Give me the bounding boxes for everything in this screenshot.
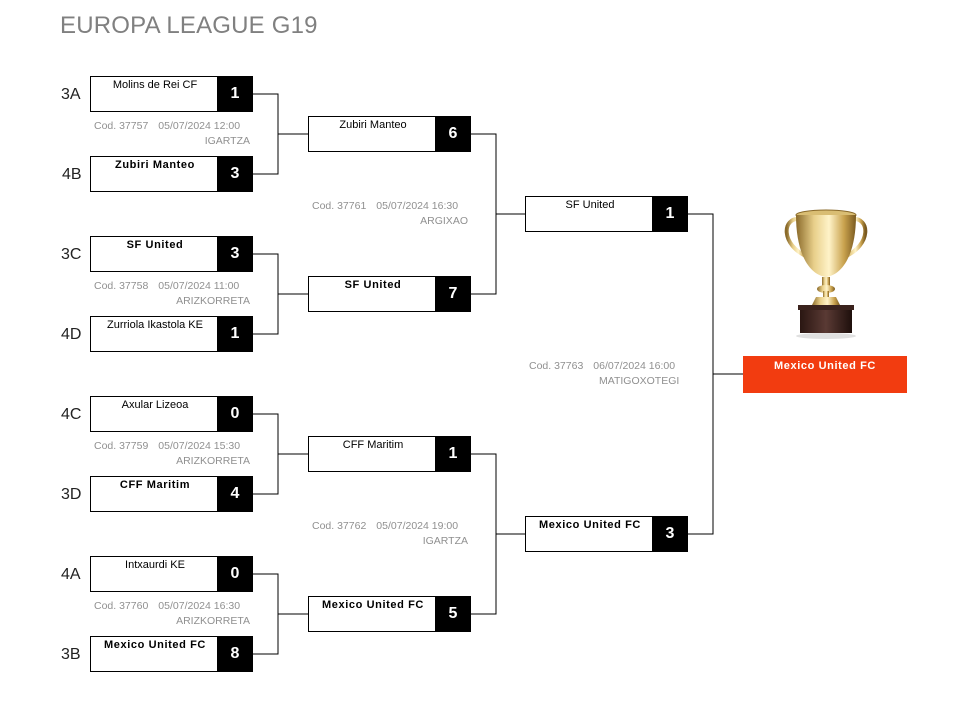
match-code: Cod. 37763	[529, 360, 584, 372]
match-date: 05/07/2024 16:30	[158, 600, 241, 612]
seed-label: 4A	[61, 566, 81, 583]
match-date: 05/07/2024 12:00	[158, 120, 241, 132]
match-venue: ARGIXAO	[420, 215, 468, 227]
team-slot[interactable]: Axular Lizeoa 0	[90, 396, 253, 432]
team-name: Mexico United FC	[539, 519, 641, 531]
team-name: Intxaurdi KE	[125, 559, 185, 571]
team-slot[interactable]: SF United 7	[308, 276, 471, 312]
match-venue: IGARTZA	[422, 535, 468, 547]
match-date: 05/07/2024 16:30	[376, 200, 459, 212]
match-venue: ARIZKORRETA	[176, 455, 250, 467]
team-slot[interactable]: Mexico United FC 8	[90, 636, 253, 672]
match-date: 05/07/2024 11:00	[158, 280, 240, 292]
match-date: 05/07/2024 19:00	[376, 520, 459, 532]
connector-r2-m1	[470, 133, 497, 295]
team-slot[interactable]: SF United 3	[90, 236, 253, 272]
team-name: Molins de Rei CF	[112, 79, 198, 91]
match-code: Cod. 37762	[312, 520, 367, 532]
team-score: 1	[217, 76, 253, 112]
connector-r1-m3	[253, 413, 279, 495]
match-info: Cod. 37762 05/07/2024 19:00 IGARTZA	[312, 519, 468, 549]
match-venue: IGARTZA	[204, 135, 250, 147]
match-venue: ARIZKORRETA	[176, 295, 250, 307]
team-slot[interactable]: Molins de Rei CF 1	[90, 76, 253, 112]
team-slot[interactable]: Zubiri Manteo 6	[308, 116, 471, 152]
team-score: 5	[435, 596, 471, 632]
team-score: 6	[435, 116, 471, 152]
team-name: CFF Maritim	[119, 479, 191, 491]
seed-label: 4B	[62, 166, 82, 183]
team-slot[interactable]: CFF Maritim 1	[308, 436, 471, 472]
match-date: 05/07/2024 15:30	[158, 440, 241, 452]
match-info: Cod. 37759 05/07/2024 15:30 ARIZKORRETA	[94, 439, 250, 469]
team-slot[interactable]: Zurriola Ikastola KE 1	[90, 316, 253, 352]
team-slot[interactable]: Intxaurdi KE 0	[90, 556, 253, 592]
connector-final	[688, 213, 714, 535]
connector-r2-m2	[470, 453, 497, 615]
connector-r1-m4	[253, 573, 279, 655]
team-score: 1	[652, 196, 688, 232]
team-name: SF United	[344, 279, 402, 291]
team-score: 1	[435, 436, 471, 472]
team-score: 0	[217, 556, 253, 592]
team-name: Mexico United FC	[104, 639, 206, 651]
champion-box[interactable]: Mexico United FC	[743, 356, 907, 393]
team-score: 3	[217, 156, 253, 192]
team-name: Zubiri Manteo	[115, 159, 195, 171]
seed-label: 3A	[61, 86, 81, 103]
team-name: CFF Maritim	[342, 439, 404, 451]
match-date: 06/07/2024 16:00	[593, 360, 676, 372]
team-score: 4	[217, 476, 253, 512]
team-name: SF United	[126, 239, 184, 251]
seed-label: 3C	[61, 246, 82, 263]
seed-label: 4C	[61, 406, 82, 423]
match-info: Cod. 37760 05/07/2024 16:30 ARIZKORRETA	[94, 599, 250, 629]
team-slot[interactable]: SF United 1	[525, 196, 688, 232]
match-info: Cod. 37761 05/07/2024 16:30 ARGIXAO	[312, 199, 468, 229]
team-slot[interactable]: Zubiri Manteo 3	[90, 156, 253, 192]
team-name: SF United	[565, 199, 615, 211]
match-venue: ARIZKORRETA	[176, 615, 250, 627]
match-info: Cod. 37757 05/07/2024 12:00 IGARTZA	[94, 119, 250, 149]
match-venue: MATIGOXOTEGI	[599, 375, 680, 387]
match-code: Cod. 37757	[94, 120, 149, 132]
team-score: 0	[217, 396, 253, 432]
trophy-icon	[784, 209, 868, 339]
connector-r1-m1	[253, 93, 279, 175]
team-name: Mexico United FC	[322, 599, 424, 611]
seed-label: 3B	[61, 646, 81, 663]
team-score: 1	[217, 316, 253, 352]
page-title: EUROPA LEAGUE G19	[60, 12, 318, 39]
team-score: 8	[217, 636, 253, 672]
seed-label: 4D	[61, 326, 82, 343]
team-slot[interactable]: CFF Maritim 4	[90, 476, 253, 512]
team-score: 3	[217, 236, 253, 272]
team-slot[interactable]: Mexico United FC 5	[308, 596, 471, 632]
team-name: Zurriola Ikastola KE	[107, 319, 203, 331]
match-info: Cod. 37763 06/07/2024 16:00 MATIGOXOTEGI	[529, 359, 685, 389]
seed-label: 3D	[61, 486, 82, 503]
match-code: Cod. 37759	[94, 440, 149, 452]
connector-r1-m2	[253, 253, 279, 335]
match-info: Cod. 37758 05/07/2024 11:00 ARIZKORRETA	[94, 279, 250, 309]
team-score: 7	[435, 276, 471, 312]
match-code: Cod. 37760	[94, 600, 149, 612]
team-name: Axular Lizeoa	[121, 399, 189, 411]
team-name: Zubiri Manteo	[339, 119, 407, 131]
team-score: 3	[652, 516, 688, 552]
match-code: Cod. 37758	[94, 280, 149, 292]
team-slot[interactable]: Mexico United FC 3	[525, 516, 688, 552]
match-code: Cod. 37761	[312, 200, 367, 212]
champion-name: Mexico United FC	[774, 360, 876, 372]
